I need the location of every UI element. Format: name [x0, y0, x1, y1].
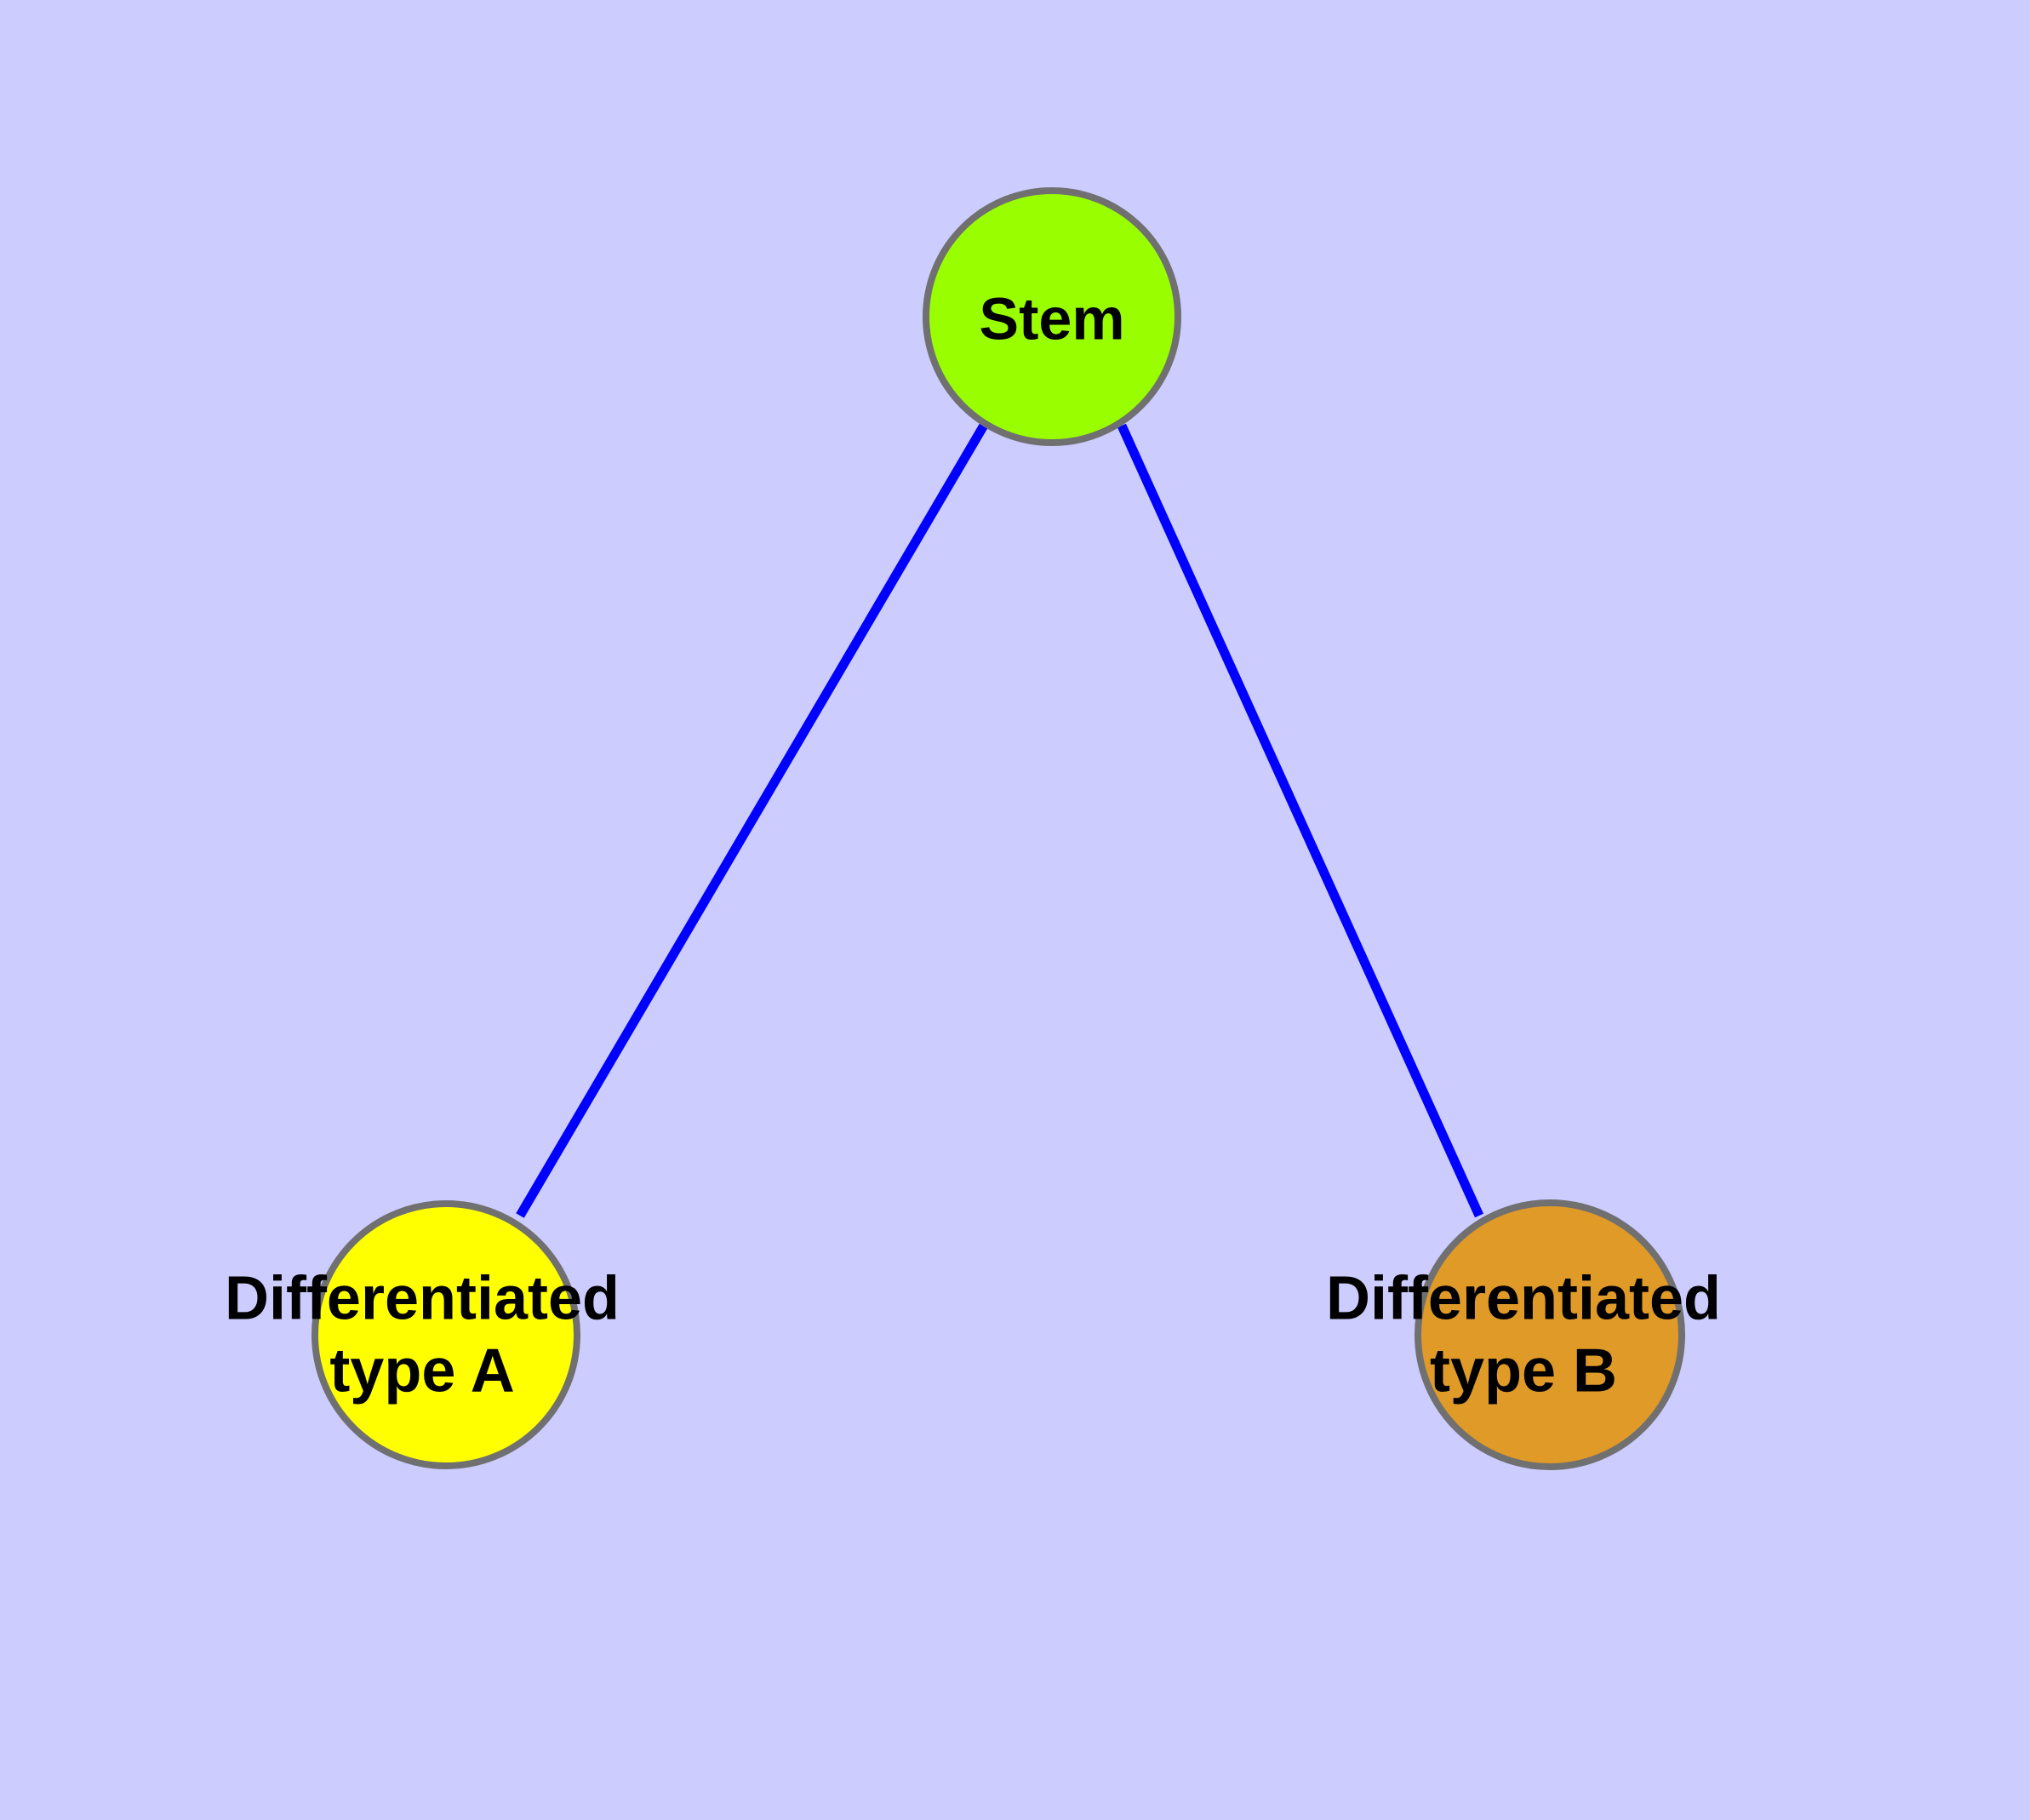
- node-differentiated-type-b[interactable]: [1415, 1199, 1685, 1470]
- label-line: Differentiated: [225, 1265, 620, 1333]
- edge-layer: [516, 421, 1484, 1218]
- node-layer: [311, 187, 1685, 1470]
- node-differentiated-type-b-circle[interactable]: [1415, 1199, 1685, 1470]
- label-line: type B: [1430, 1336, 1617, 1405]
- edge-stem-to-differentiated-type-a[interactable]: [516, 421, 989, 1218]
- label-line: type A: [329, 1336, 514, 1405]
- node-differentiated-type-a[interactable]: [311, 1200, 580, 1469]
- node-stem[interactable]: [923, 187, 1181, 446]
- edge-stem-to-differentiated-type-b[interactable]: [1117, 423, 1484, 1218]
- label-line: Stem: [979, 286, 1124, 352]
- node-differentiated-type-a-circle[interactable]: [311, 1200, 580, 1469]
- node-stem-circle[interactable]: [923, 187, 1181, 446]
- label-line: Differentiated: [1326, 1265, 1721, 1333]
- node-stem-label: Stem: [979, 286, 1124, 352]
